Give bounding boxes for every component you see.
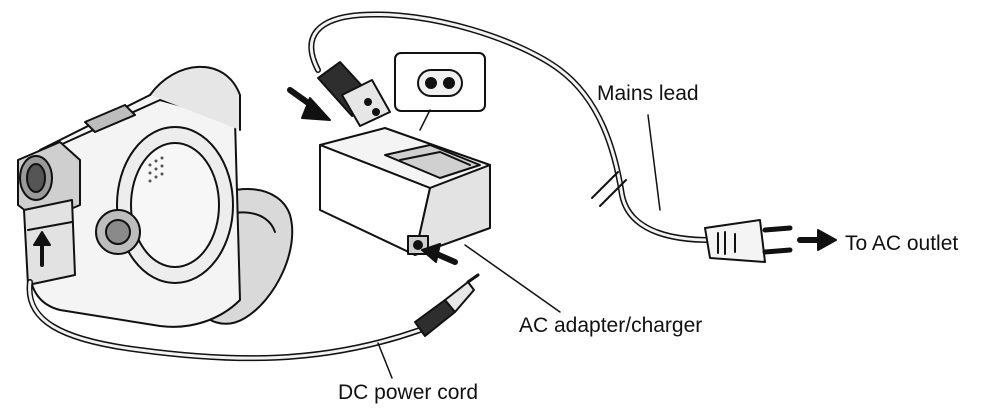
dc-power-cord-label: DC power cord [338,381,479,404]
figure-eight-connector-icon [317,61,391,127]
dc-power-cord [26,273,480,379]
mains-lead [308,11,713,243]
mains-plug-icon [704,219,837,263]
insert-arrow-icon [421,243,458,265]
camcorder-icon [17,65,294,328]
ac-outlet-label: To AC outlet [845,232,959,255]
mains-lead-label: Mains lead [597,82,699,105]
ac-adapter-label: AC adapter/charger [519,314,703,337]
two-pin-socket-icon [394,52,486,131]
insert-arrow-icon [287,87,331,121]
ac-adapter-icon [319,127,561,313]
